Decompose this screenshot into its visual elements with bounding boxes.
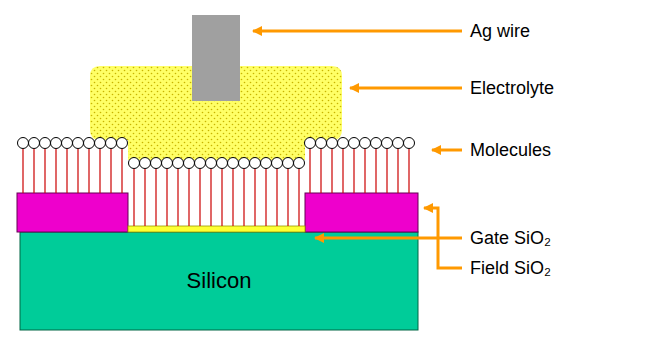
molecule-chain [364, 149, 365, 193]
molecule-head [404, 138, 415, 149]
molecule-chain [408, 149, 409, 193]
molecule-chain [99, 149, 100, 193]
leader-arrow [432, 149, 462, 152]
callout-label: Electrolyte [470, 77, 554, 99]
molecule-chain [397, 149, 398, 193]
molecule-chain [221, 169, 222, 226]
molecule-chain [77, 149, 78, 193]
molecule-head [40, 138, 51, 149]
molecule-chain [243, 169, 244, 226]
molecule-head [272, 158, 283, 169]
ag-wire [192, 15, 240, 101]
molecule-chain [375, 149, 376, 193]
molecule-head [162, 158, 173, 169]
molecule-chain [254, 169, 255, 226]
molecule-head [151, 158, 162, 169]
molecule-layer [18, 138, 415, 227]
molecule-head [250, 158, 261, 169]
molecule-head [393, 138, 404, 149]
molecule-chain [55, 149, 56, 193]
molecule-head [283, 158, 294, 169]
callout-label: Molecules [470, 139, 551, 161]
molecule-head [206, 158, 217, 169]
molecule-chain [342, 149, 343, 193]
molecule-head [18, 138, 29, 149]
molecule-head [261, 158, 272, 169]
molecule-chain [22, 149, 23, 193]
molecule-chain [44, 149, 45, 193]
molecule-chain [88, 149, 89, 193]
molecule-head [382, 138, 393, 149]
field-oxide-left [17, 193, 128, 232]
gate-oxide [128, 226, 305, 232]
molecule-head [349, 138, 360, 149]
molecule-chain [177, 169, 178, 226]
callout-label: Ag wire [470, 20, 530, 42]
molecule-head [371, 138, 382, 149]
molecule-chain [166, 169, 167, 226]
molecule-chain [386, 149, 387, 193]
molecule-chain [133, 169, 134, 226]
region-label: Silicon [187, 268, 252, 294]
molecule-head [106, 138, 117, 149]
molecule-chain [110, 149, 111, 193]
leader-arrow [253, 30, 462, 33]
molecule-head [173, 158, 184, 169]
molecule-chain [331, 149, 332, 193]
molecule-chain [353, 149, 354, 193]
molecule-chain [309, 149, 310, 193]
molecule-head [84, 138, 95, 149]
molecule-chain [287, 169, 288, 226]
leader-arrow [424, 208, 462, 268]
molecule-head [140, 158, 151, 169]
leader-arrow [315, 237, 462, 240]
molecule-chain [155, 169, 156, 226]
molecule-head [239, 158, 250, 169]
molecule-chain [33, 149, 34, 193]
molecule-head [294, 158, 305, 169]
molecule-chain [265, 169, 266, 226]
molecule-chain [232, 169, 233, 226]
molecule-chain [320, 149, 321, 193]
molecule-chain [121, 149, 122, 193]
leader-arrow [350, 87, 462, 90]
molecule-head [62, 138, 73, 149]
molecule-head [316, 138, 327, 149]
molecule-chain [199, 169, 200, 226]
molecule-head [195, 158, 206, 169]
molecule-head [217, 158, 228, 169]
molecule-head [117, 138, 128, 149]
field-oxide-right [305, 193, 418, 232]
molecule-head [327, 138, 338, 149]
molecule-head [360, 138, 371, 149]
molecule-head [73, 138, 84, 149]
molecule-head [305, 138, 316, 149]
molecule-head [184, 158, 195, 169]
callout-label: Field SiO₂ [470, 257, 551, 279]
molecule-head [129, 158, 140, 169]
molecule-chain [298, 169, 299, 226]
molecule-head [29, 138, 40, 149]
callout-label: Gate SiO₂ [470, 227, 551, 249]
molecule-chain [210, 169, 211, 226]
molecule-head [95, 138, 106, 149]
molecule-chain [66, 149, 67, 193]
substrate-block: Silicon [20, 232, 418, 330]
molecule-head [51, 138, 62, 149]
molecule-chain [276, 169, 277, 226]
molecule-head [228, 158, 239, 169]
silicon-substrate [20, 232, 418, 330]
molecule-head [338, 138, 349, 149]
molecule-chain [144, 169, 145, 226]
molecule-chain [188, 169, 189, 226]
